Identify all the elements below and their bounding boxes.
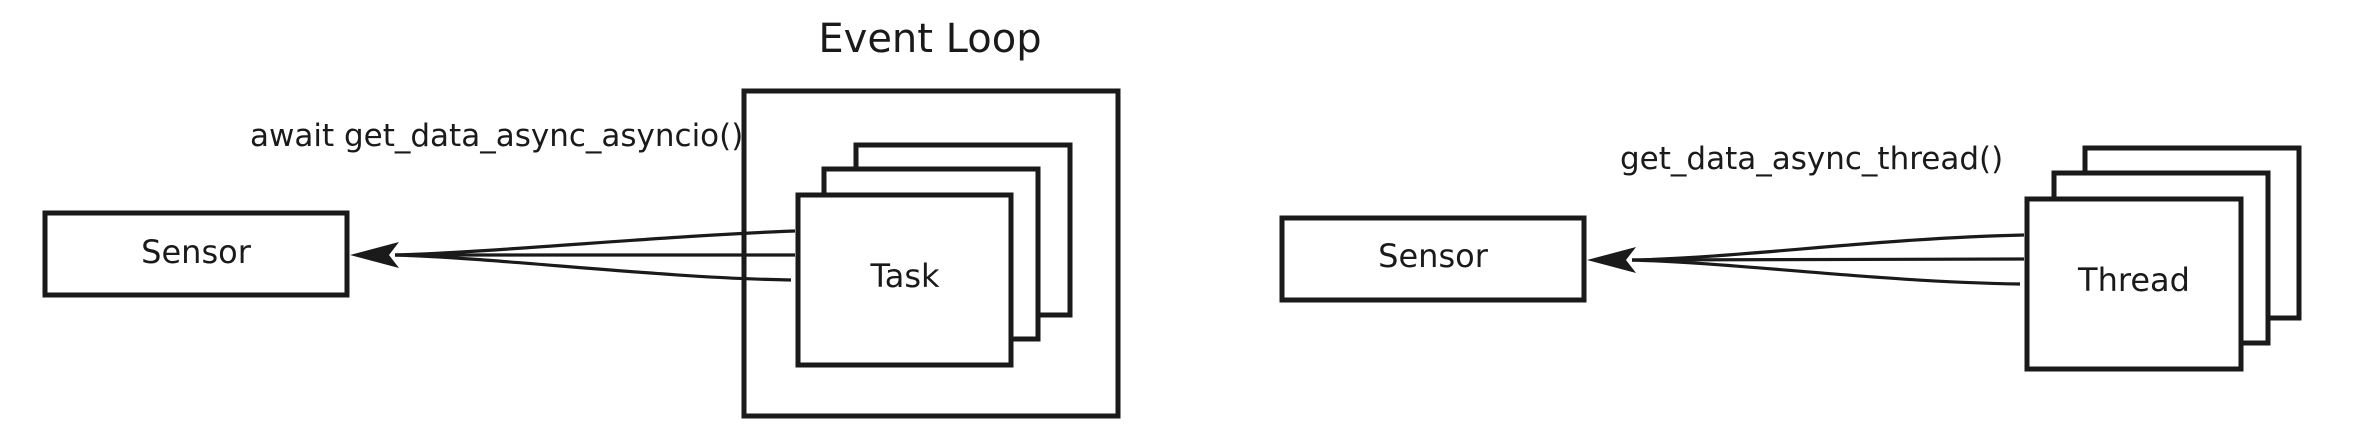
- sensor-box-right: [1279, 215, 1587, 303]
- connector-task-3: [394, 253, 792, 282]
- connector-thread-3: [1631, 258, 2021, 286]
- event-loop-title: Event Loop: [818, 16, 1041, 62]
- connector-thread-1: [1631, 233, 2025, 262]
- arrowhead-right: [1587, 247, 1636, 273]
- connector-task-1: [394, 229, 796, 257]
- sensor-box-left: [42, 210, 350, 298]
- left-diagram: Event Loop Task await get_data_async_asy…: [42, 16, 1121, 419]
- task-label: Task: [869, 257, 940, 295]
- task-box-front: [795, 192, 1014, 368]
- asyncio-call-label: await get_data_async_asyncio(): [250, 118, 743, 154]
- arrowhead-left: [350, 242, 399, 268]
- thread-call-label: get_data_async_thread(): [1620, 141, 2003, 177]
- thread-label: Thread: [2077, 261, 2190, 299]
- sensor-label-left: Sensor: [141, 233, 252, 271]
- right-diagram: Thread get_data_async_thread() Sensor: [1279, 141, 2302, 372]
- sensor-label-right: Sensor: [1378, 237, 1489, 275]
- thread-box-front: [2024, 196, 2244, 372]
- connector-thread-2: [1631, 257, 2025, 262]
